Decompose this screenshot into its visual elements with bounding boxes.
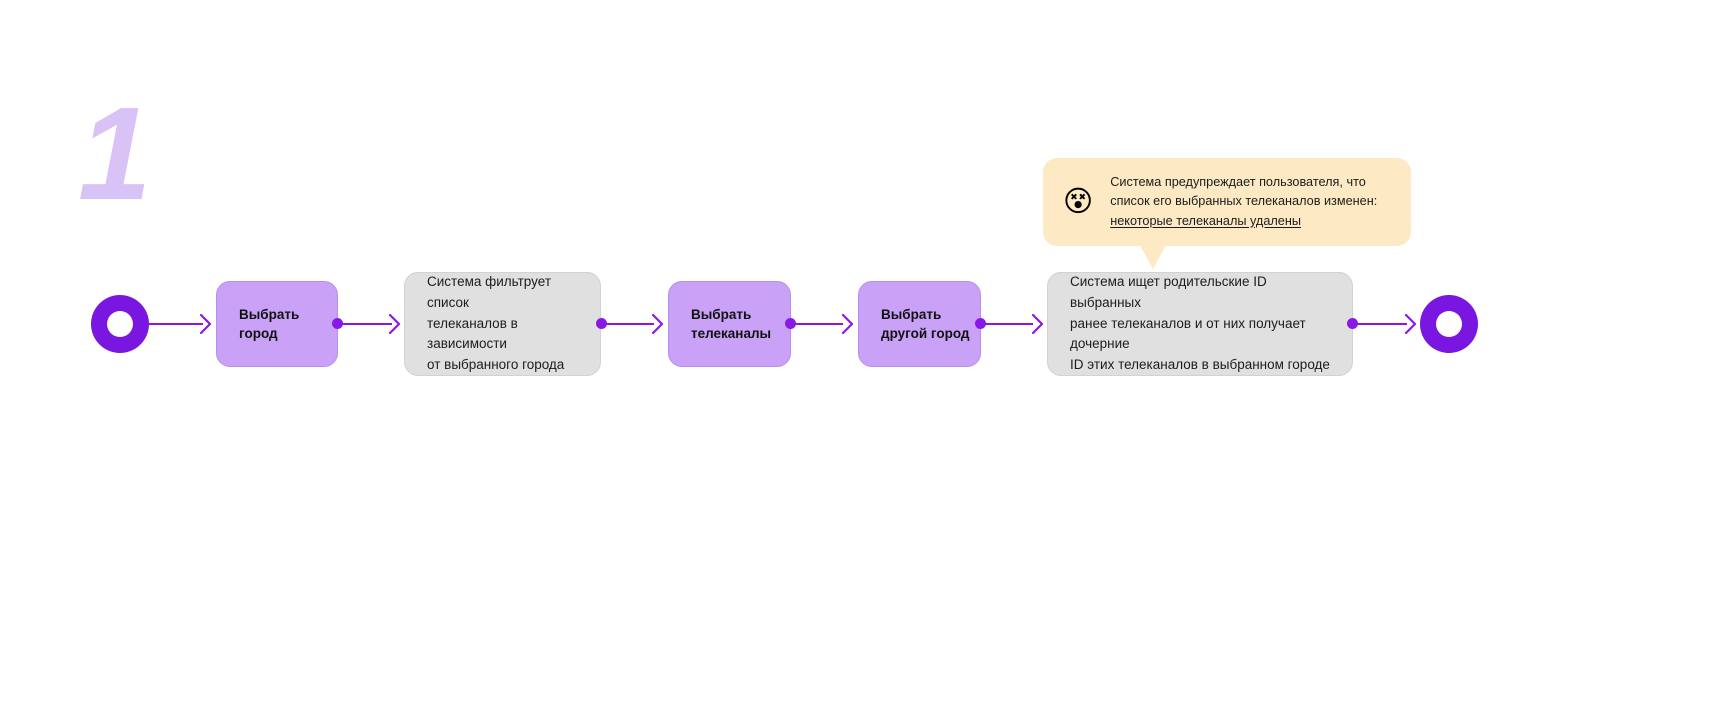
end-event-node[interactable] xyxy=(1420,295,1478,353)
start-event-node[interactable] xyxy=(91,295,149,353)
task-label-select-channels: Выбрать телеканалы xyxy=(691,306,772,341)
connector-arrow-task2-to-task3 xyxy=(842,312,854,336)
callout-link-channels-removed[interactable]: некоторые телеканалы удалены xyxy=(1110,213,1301,228)
task-node-select-other-city[interactable]: Выбрать другой город xyxy=(858,281,981,367)
task-label-select-other-city: Выбрать другой город xyxy=(881,306,970,341)
connector-line-task3-to-note2 xyxy=(983,323,1033,325)
callout-body: Система предупреждает пользователя, что … xyxy=(1110,173,1377,230)
connector-arrow-task3-to-note2 xyxy=(1032,312,1044,336)
connector-line-task1-to-note1 xyxy=(340,323,392,325)
connector-dot-task2 xyxy=(785,318,796,329)
note-node-filter-channels[interactable]: Система фильтрует список телеканалов в з… xyxy=(404,272,601,376)
note-node-resolve-ids[interactable]: Система ищет родительские ID выбранных р… xyxy=(1047,272,1353,376)
connector-dot-task1 xyxy=(332,318,343,329)
note-label-filter-channels: Система фильтрует список телеканалов в з… xyxy=(427,273,565,373)
connector-dot-note2 xyxy=(1347,318,1358,329)
connector-line-note1-to-task2 xyxy=(604,323,654,325)
connector-dot-note1 xyxy=(596,318,607,329)
connector-arrow-task1-to-note1 xyxy=(389,312,401,336)
step-number: 1 xyxy=(78,80,151,227)
connector-arrow-start-to-task1 xyxy=(200,312,212,336)
connector-line-task2-to-task3 xyxy=(793,323,843,325)
connector-line-start-to-task1 xyxy=(149,323,203,325)
task-label-select-city: Выбрать город xyxy=(239,306,300,341)
task-node-select-city[interactable]: Выбрать город xyxy=(216,281,338,367)
note-label-resolve-ids: Система ищет родительские ID выбранных р… xyxy=(1070,273,1330,373)
connector-dot-task3 xyxy=(975,318,986,329)
dizzy-face-emoji: 😵 xyxy=(1063,185,1094,218)
callout-line-2: список его выбранных телеканалов изменен… xyxy=(1110,194,1378,209)
callout-line-1: Система предупреждает пользователя, что xyxy=(1110,175,1366,190)
callout-tail xyxy=(1140,245,1166,269)
connector-arrow-note2-to-end xyxy=(1405,312,1417,336)
connector-line-note2-to-end xyxy=(1355,323,1407,325)
connector-arrow-note1-to-task2 xyxy=(652,312,664,336)
warning-callout[interactable]: 😵 Система предупреждает пользователя, чт… xyxy=(1043,158,1411,246)
task-node-select-channels[interactable]: Выбрать телеканалы xyxy=(668,281,791,367)
